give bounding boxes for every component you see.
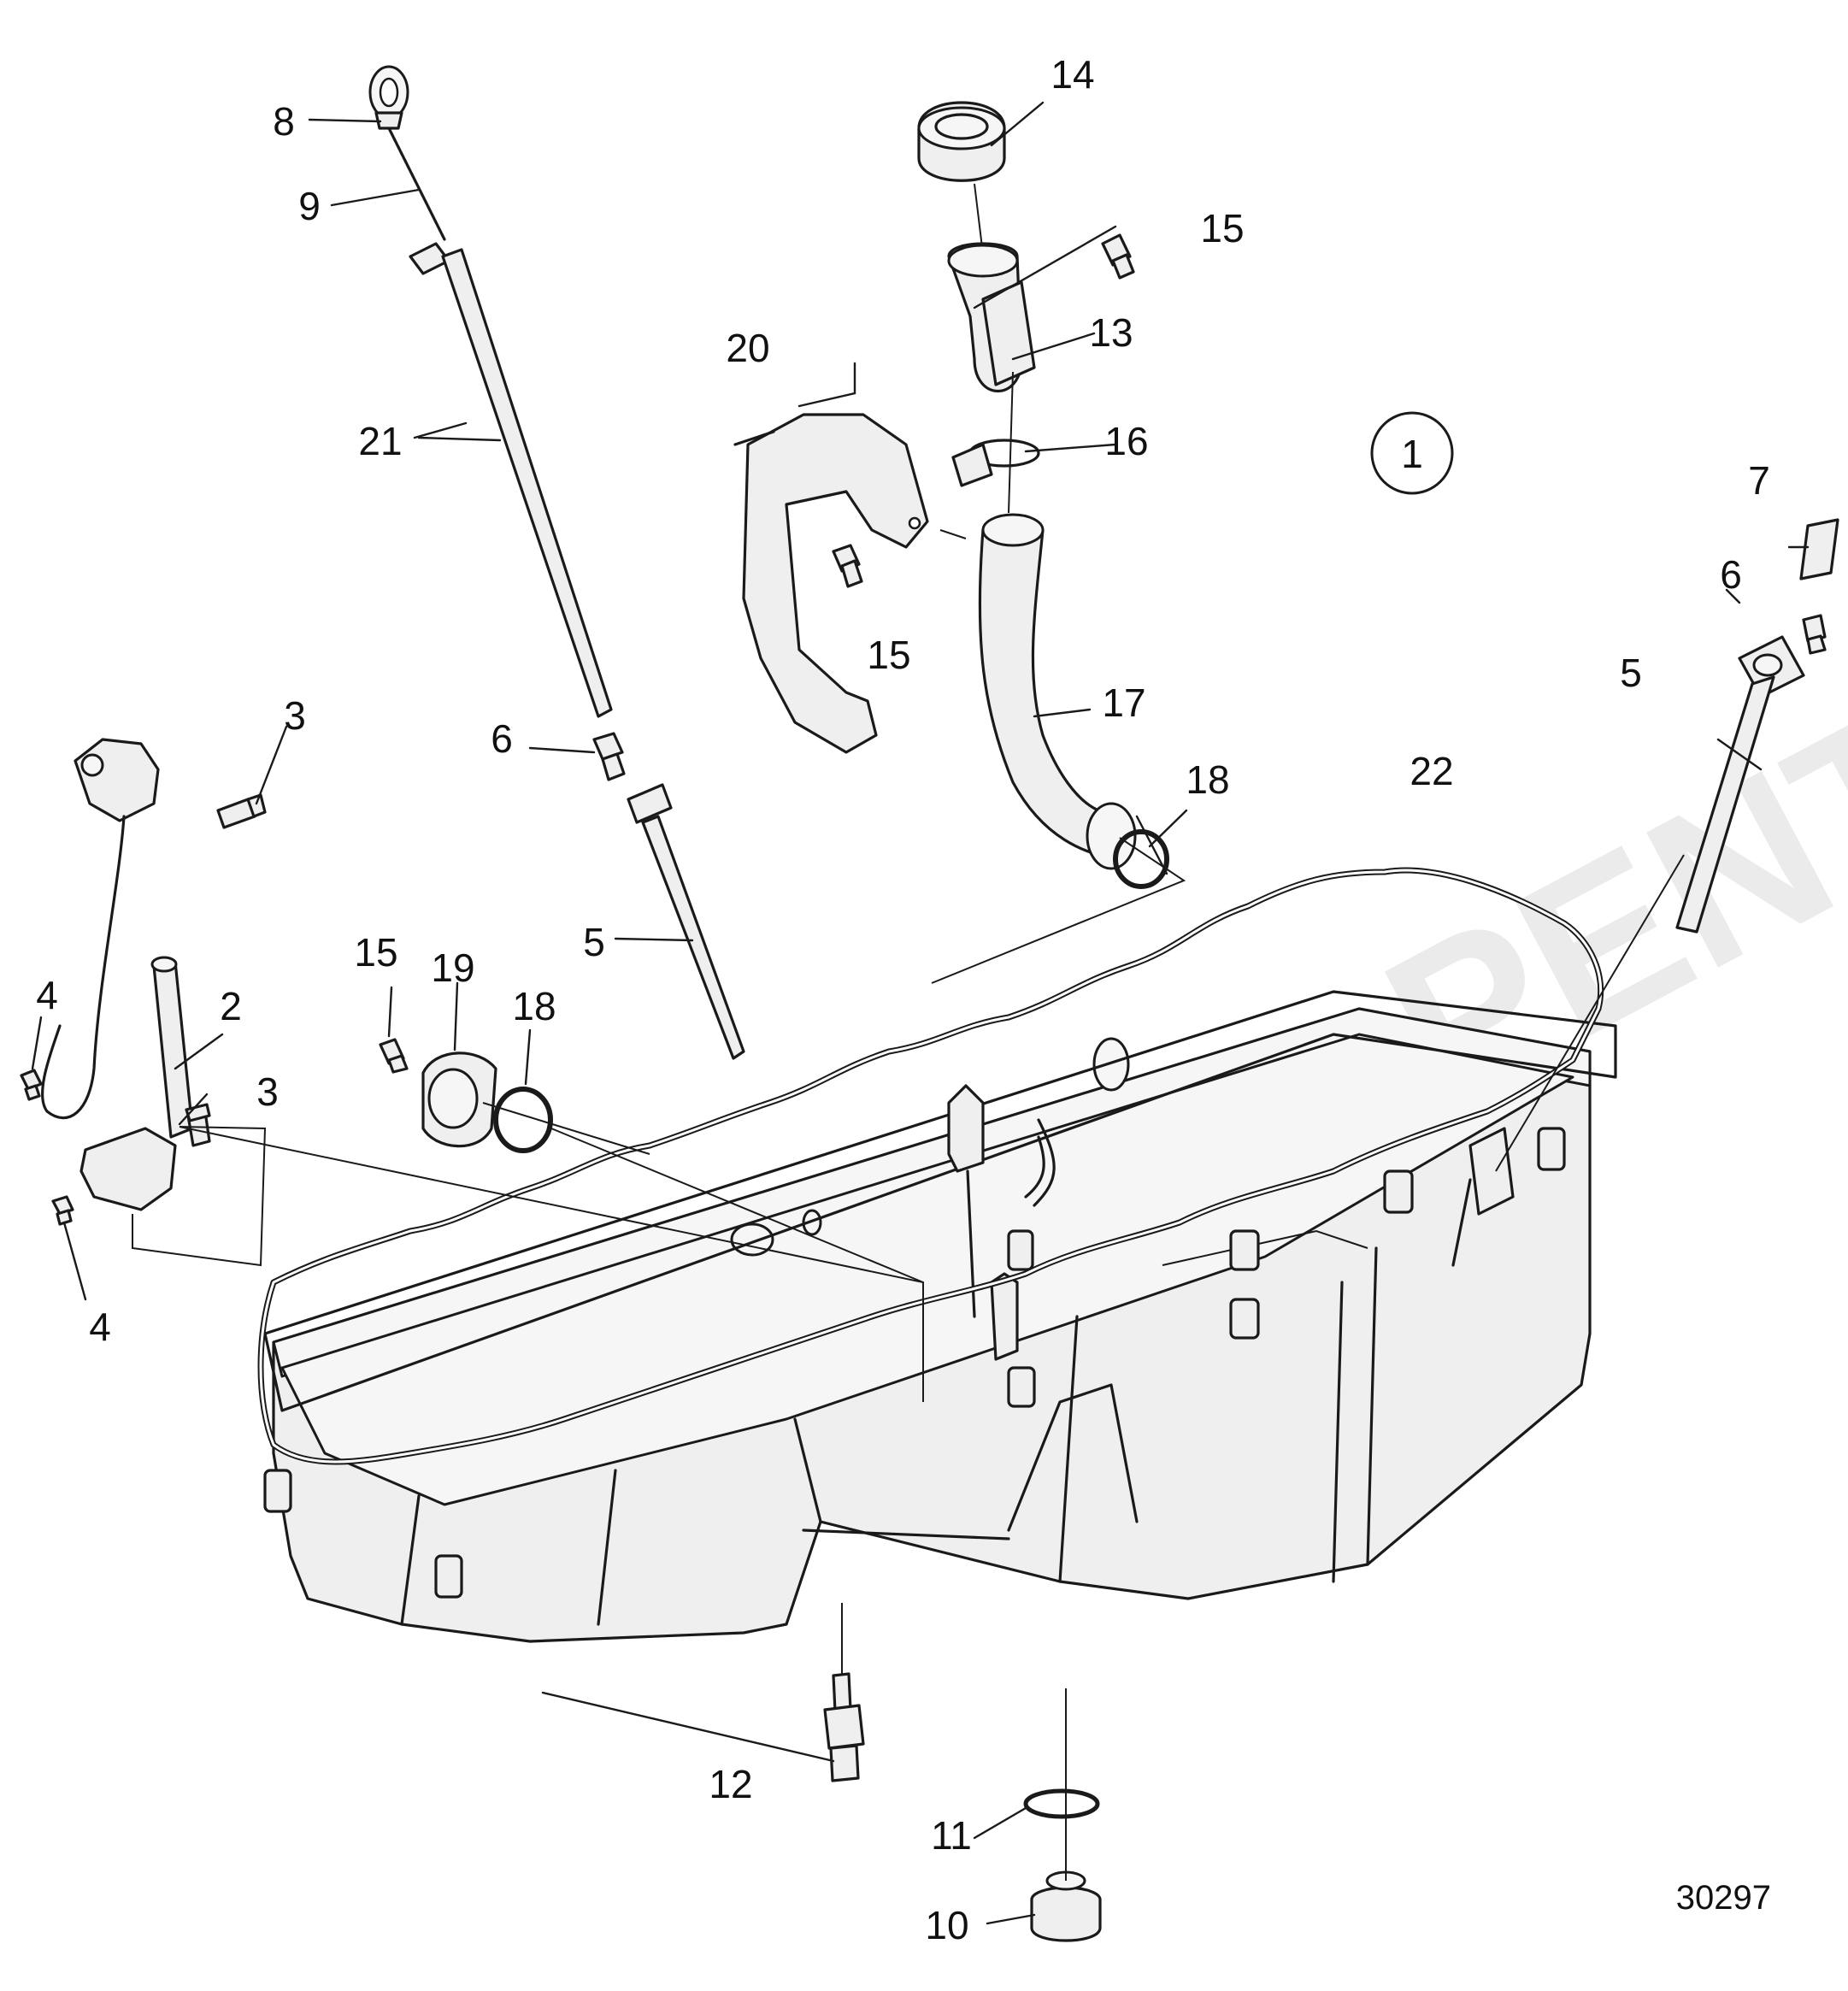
callout-circle bbox=[1370, 411, 1454, 495]
reference-number: 30297 bbox=[1676, 1879, 1771, 1917]
nut-4-lower bbox=[51, 1195, 74, 1226]
label-17: 17 bbox=[1102, 680, 1145, 725]
label-15-mid: 15 bbox=[867, 633, 910, 677]
gasket bbox=[257, 867, 1604, 1465]
part-labels: 1 14 8 9 15 13 20 16 21 7 6 15 5 17 3 6 … bbox=[36, 52, 1771, 1947]
plug-12 bbox=[823, 1603, 865, 1782]
bolt-3-upper bbox=[216, 793, 267, 829]
label-8: 8 bbox=[273, 99, 295, 144]
label-6-right: 6 bbox=[1720, 552, 1742, 597]
oil-pickup bbox=[41, 738, 194, 1211]
label-15-left: 15 bbox=[354, 930, 397, 975]
label-3-top: 3 bbox=[284, 693, 306, 738]
seal-11 bbox=[1023, 1788, 1100, 1819]
filler-neck bbox=[947, 242, 1036, 392]
label-5-right: 5 bbox=[1620, 651, 1642, 695]
hose bbox=[978, 513, 1137, 870]
label-5-left: 5 bbox=[583, 920, 605, 964]
o-ring-18-upper bbox=[1113, 829, 1169, 889]
label-12: 12 bbox=[709, 1762, 752, 1806]
hose-clamp bbox=[951, 439, 1040, 487]
label-16: 16 bbox=[1104, 419, 1148, 463]
bolt-15-lower bbox=[379, 1038, 409, 1074]
dipstick-upper bbox=[368, 65, 745, 1060]
label-18-right: 18 bbox=[1186, 757, 1229, 802]
label-10: 10 bbox=[925, 1903, 968, 1947]
label-18-left: 18 bbox=[512, 984, 556, 1028]
oil-pan bbox=[263, 990, 1617, 1643]
label-2: 2 bbox=[220, 984, 242, 1028]
callout-1: 1 bbox=[1401, 432, 1423, 476]
label-11: 11 bbox=[931, 1813, 972, 1858]
label-21: 21 bbox=[358, 419, 402, 463]
dipstick-right bbox=[1495, 518, 1839, 1172]
cover-plate bbox=[421, 1051, 497, 1148]
label-7: 7 bbox=[1748, 458, 1770, 503]
bolt-3-lower bbox=[185, 1103, 211, 1147]
bracket bbox=[733, 413, 929, 754]
bolt-15-upper bbox=[1101, 233, 1135, 280]
label-19: 19 bbox=[431, 945, 474, 990]
label-6-left: 6 bbox=[491, 716, 513, 761]
label-20: 20 bbox=[726, 326, 769, 370]
bolt-15-middle bbox=[832, 544, 863, 588]
label-3-lower: 3 bbox=[256, 1069, 279, 1114]
label-14: 14 bbox=[1051, 52, 1094, 97]
label-9: 9 bbox=[298, 184, 321, 228]
label-15-top: 15 bbox=[1200, 206, 1244, 250]
nut-4-upper bbox=[20, 1069, 43, 1101]
label-13: 13 bbox=[1089, 310, 1133, 355]
bolt-6-left bbox=[592, 732, 626, 781]
assembly-lines bbox=[132, 371, 1186, 1402]
label-22: 22 bbox=[1410, 749, 1453, 793]
o-ring-18-lower bbox=[493, 1087, 553, 1153]
drain-plug-10 bbox=[1030, 1870, 1102, 1942]
leader-lines bbox=[31, 101, 1810, 1925]
label-4-lower: 4 bbox=[89, 1305, 111, 1349]
label-4-top: 4 bbox=[36, 973, 58, 1017]
